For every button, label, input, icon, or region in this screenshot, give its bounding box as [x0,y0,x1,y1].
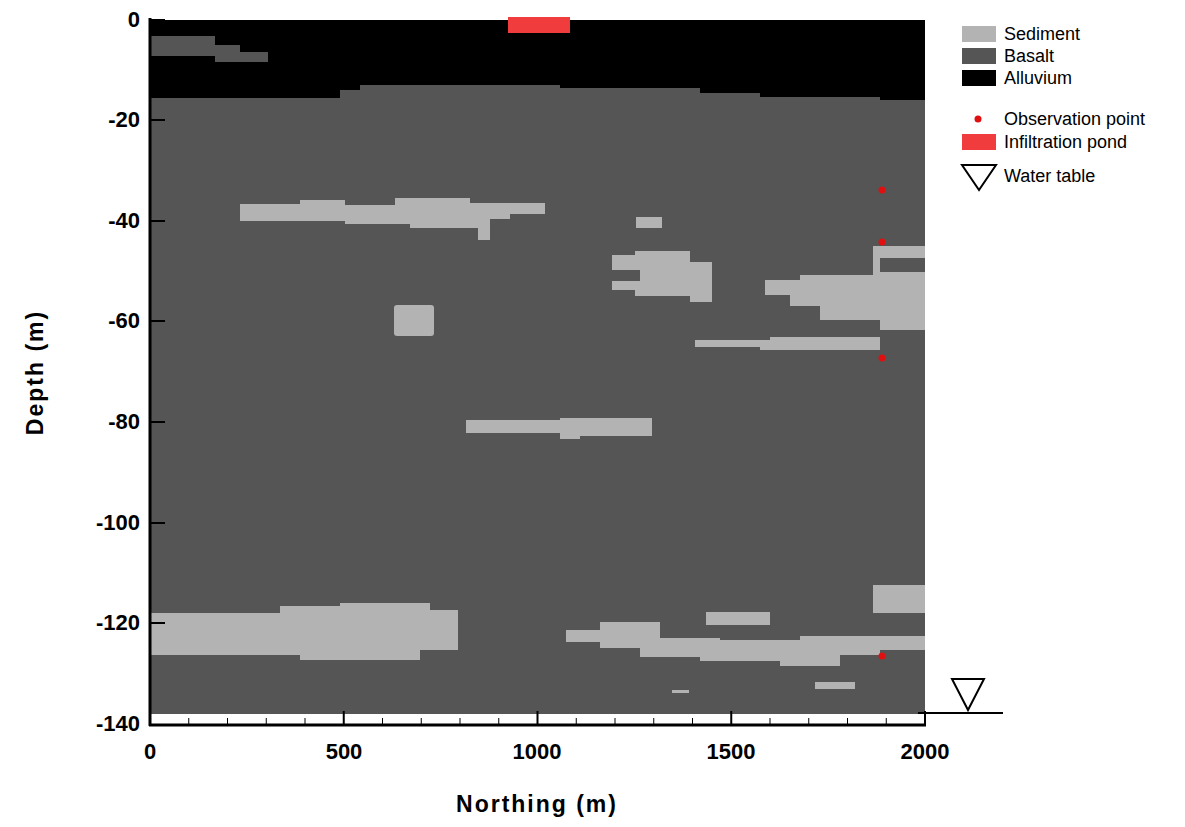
x-tick [305,718,306,725]
x-tick [266,718,267,725]
x-tick [847,718,848,725]
axis-title: Depth (m) [23,309,50,434]
x-tick [692,718,693,725]
x-tick [730,711,732,725]
tick-label: -120 [96,610,140,636]
tick-label: -140 [96,711,140,737]
legend-swatch [962,70,996,86]
axis-title: Northing (m) [456,791,618,818]
x-tick [770,718,771,725]
tick-label: -80 [108,409,140,435]
tick-label: 1000 [513,739,562,765]
x-tick [886,718,887,725]
x-tick [537,711,539,725]
tick-label: 1500 [707,739,756,765]
tick-label: 2000 [901,739,950,765]
x-tick [498,718,499,725]
x-tick [343,711,345,725]
x-tick [576,718,577,725]
x-tick [615,718,616,725]
x-tick [382,718,383,725]
legend-label: Alluvium [1004,68,1072,89]
tick-label: -60 [108,308,140,334]
x-tick [808,718,809,725]
legend-label: Water table [1004,166,1095,187]
x-tick [421,718,422,725]
tick-label: 0 [144,739,156,765]
legend-swatch [962,134,996,150]
tick-label: -40 [108,208,140,234]
x-tick [460,718,461,725]
tick-label: 500 [326,739,363,765]
x-tick [149,711,151,725]
legend-label: Infiltration pond [1004,132,1127,153]
x-tick [188,718,189,725]
legend-swatch [962,48,996,64]
legend-label: Sediment [1004,24,1080,45]
tick-label: 0 [128,7,140,33]
x-tick [227,718,228,725]
x-tick [653,718,654,725]
legend-label: Observation point [1004,109,1145,130]
tick-label: -100 [96,510,140,536]
legend-label: Basalt [1004,46,1054,67]
legend-swatch [962,26,996,42]
tick-label: -20 [108,107,140,133]
